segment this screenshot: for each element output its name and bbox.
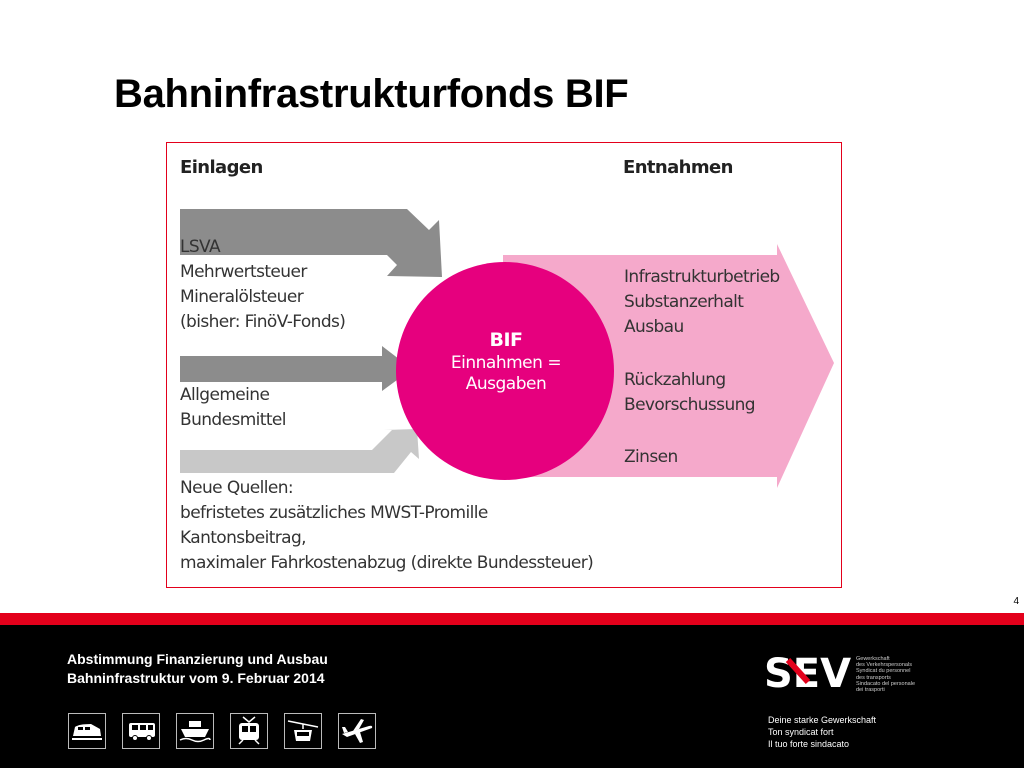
input-line: Mehrwertsteuer: [180, 262, 307, 282]
sev-logo: SEV: [764, 651, 852, 698]
tagline: Deine starke Gewerkschaft: [768, 715, 877, 725]
input-arrow-1: [180, 209, 442, 277]
footer-title: Abstimmung Finanzierung und Ausbau Bahni…: [67, 650, 328, 688]
page-number: 4: [1013, 596, 1019, 607]
output-group-1: Infrastrukturbetrieb Substanzerhalt Ausb…: [624, 265, 780, 340]
footer-title-line: Abstimmung Finanzierung und Ausbau: [67, 651, 328, 667]
output-line: Infrastrukturbetrieb: [624, 267, 780, 287]
bif-desc-line: Ausgaben: [465, 374, 547, 394]
footer: Abstimmung Finanzierung und Ausbau Bahni…: [0, 625, 1024, 768]
input-arrow-2: [180, 346, 412, 391]
input-line: Mineralölsteuer: [180, 287, 304, 307]
transport-icons: [68, 713, 376, 749]
train-icon: [68, 713, 106, 749]
output-line: Bevorschussung: [624, 395, 756, 415]
bif-diagram: Einlagen Entnahmen LSVA Mehrwertsteuer M…: [166, 142, 842, 588]
cable-car-icon: [284, 713, 322, 749]
outputs-header: Entnahmen: [623, 157, 733, 178]
svg-text:SEV: SEV: [764, 651, 851, 693]
logo-subtitle: Gewerkschaft des Verkehrspersonals Syndi…: [856, 656, 916, 694]
input-line: Neue Quellen:: [180, 478, 294, 498]
input-line: LSVA: [180, 237, 221, 257]
footer-title-line: Bahninfrastruktur vom 9. Februar 2014: [67, 670, 325, 686]
footer-taglines: Deine starke Gewerkschaft Ton syndicat f…: [768, 714, 876, 750]
ship-icon: [176, 713, 214, 749]
airplane-icon: [338, 713, 376, 749]
inputs-header: Einlagen: [180, 157, 263, 178]
output-line: Zinsen: [624, 447, 678, 467]
diagram-shapes: [180, 209, 834, 488]
bif-name: BIF: [489, 329, 523, 351]
input-line: Allgemeine: [180, 385, 270, 405]
input-line: maximaler Fahrkostenabzug (direkte Bunde…: [180, 553, 594, 573]
red-divider: [0, 613, 1024, 625]
output-group-3: Zinsen: [624, 445, 678, 470]
bus-icon: [122, 713, 160, 749]
input-line: (bisher: FinöV-Fonds): [180, 312, 346, 332]
output-line: Ausbau: [624, 317, 684, 337]
output-line: Substanzerhalt: [624, 292, 744, 312]
tram-icon: [230, 713, 268, 749]
slide-title: Bahninfrastrukturfonds BIF: [114, 72, 629, 116]
input-line: Bundesmittel: [180, 410, 287, 430]
bif-desc-line: Einnahmen =: [450, 353, 562, 373]
output-group-2: Rückzahlung Bevorschussung: [624, 368, 756, 418]
bif-circle-label: BIF Einnahmen = Ausgaben: [399, 327, 613, 395]
input-group-2: Allgemeine Bundesmittel: [180, 383, 287, 433]
sev-logo-mark: SEV: [764, 651, 851, 697]
tagline: Il tuo forte sindacato: [768, 739, 850, 749]
input-line: befristetes zusätzliches MWST-Promille: [180, 503, 488, 523]
input-group-3: Neue Quellen: befristetes zusätzliches M…: [180, 476, 594, 576]
input-group-1: LSVA Mehrwertsteuer Mineralölsteuer (bis…: [180, 235, 346, 335]
bif-circle: [396, 262, 614, 480]
output-line: Rückzahlung: [624, 370, 726, 390]
tagline: Ton syndicat fort: [768, 727, 834, 737]
input-arrow-3: [180, 429, 419, 473]
input-line: Kantonsbeitrag,: [180, 528, 307, 548]
